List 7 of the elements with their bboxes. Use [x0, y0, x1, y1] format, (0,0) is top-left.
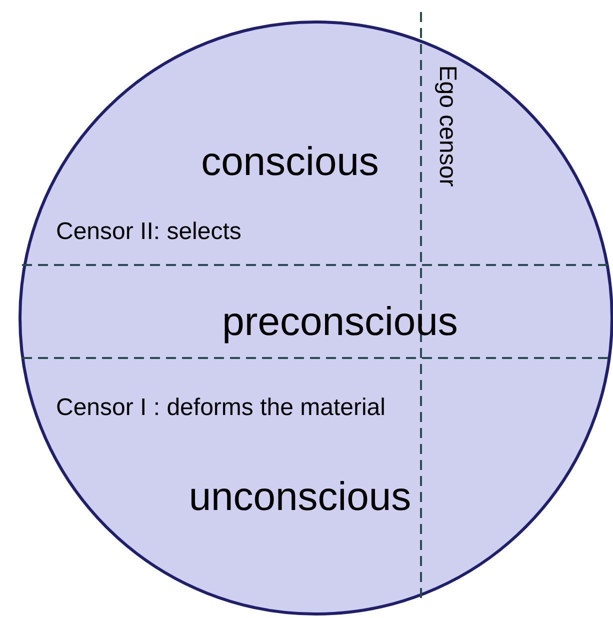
censor-label: Ego censor [435, 65, 459, 187]
censor-label: Censor I : deforms the material [56, 396, 386, 420]
layer-label: unconscious [188, 477, 412, 517]
layer-label: preconscious [222, 302, 458, 342]
psyche-circle [18, 20, 613, 616]
layer-label: conscious [201, 142, 379, 182]
censor-label: Censor II: selects [56, 220, 242, 244]
